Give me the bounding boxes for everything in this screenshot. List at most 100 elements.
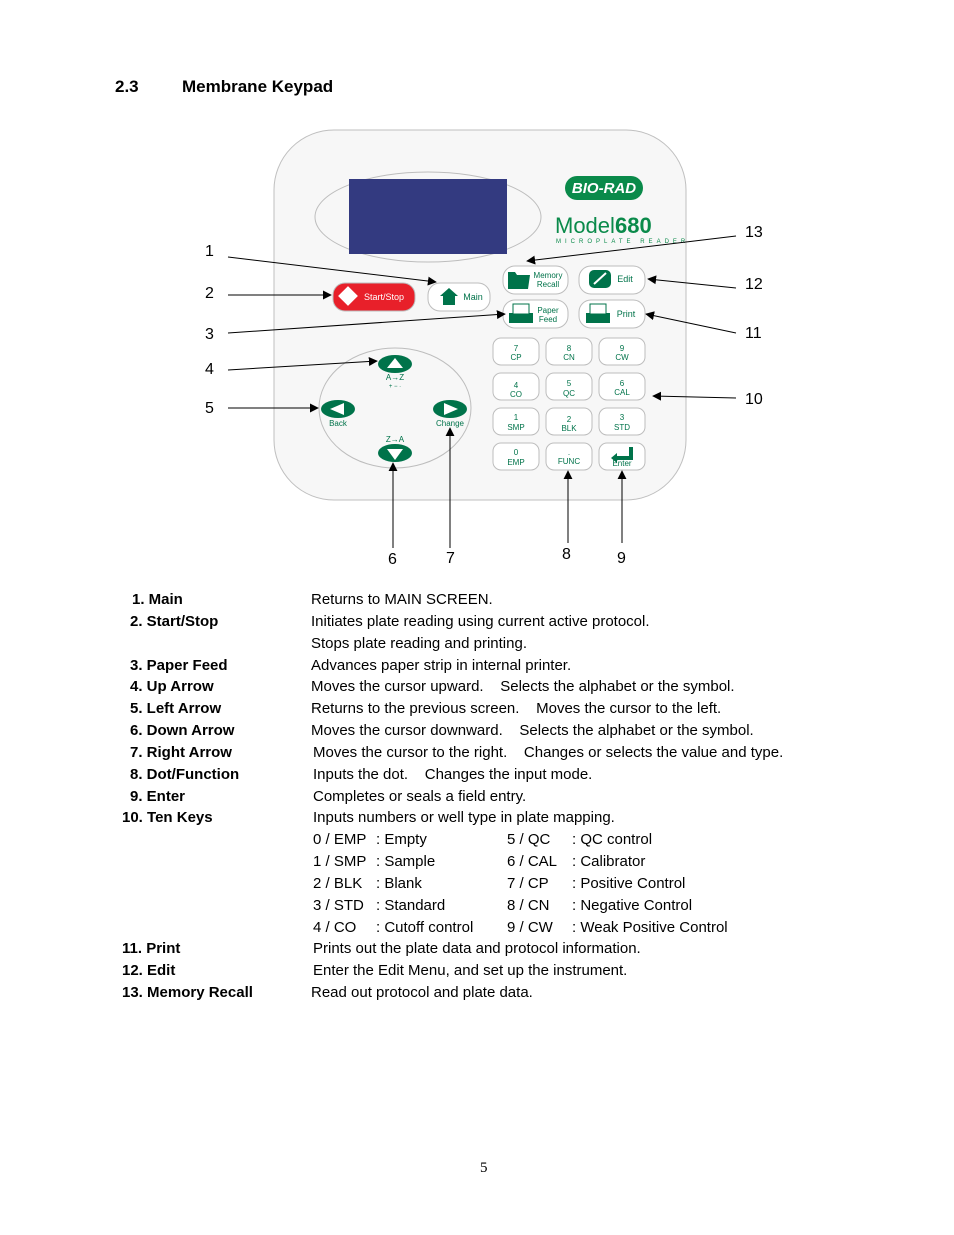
left-arrow-icon: [330, 403, 344, 415]
tenkey-code: 0 / EMP: [313, 831, 367, 848]
edit-button: [578, 265, 646, 295]
desc-text-7: Moves the cursor to the right. Changes o…: [313, 744, 784, 761]
svg-text:6: 6: [620, 379, 625, 388]
numkey-3: 3 STD: [598, 407, 646, 436]
tenkey-code-2: 6 / CAL: [507, 853, 558, 870]
svg-text:3: 3: [620, 413, 625, 422]
main-label: Main: [463, 292, 483, 302]
tenkey-meaning: : Blank: [376, 875, 422, 892]
callout-4: 4: [205, 361, 214, 378]
svg-text:8: 8: [567, 344, 572, 353]
desc-term-5: 5. Left Arrow: [130, 700, 222, 717]
svg-text:Enter: Enter: [612, 459, 631, 468]
tenkey-meaning: : Standard: [376, 897, 446, 914]
tenkey-meaning: : Empty: [376, 831, 427, 848]
tenkey-meaning-2: : Weak Positive Control: [572, 919, 728, 936]
numkey-4: 4 CO: [492, 372, 540, 401]
display-bezel: [314, 171, 542, 263]
callout-7: 7: [446, 550, 455, 567]
callout-11: 11: [745, 325, 762, 342]
desc-term-13: 13. Memory Recall: [122, 984, 253, 1001]
desc-term-3: 3. Paper Feed: [130, 657, 228, 674]
model-number: 680: [615, 213, 652, 238]
desc-term-6: 6. Down Arrow: [130, 722, 235, 739]
lcd-display: [349, 179, 507, 254]
print-label: Print: [617, 309, 636, 319]
svg-text:STD: STD: [614, 423, 630, 432]
tenkey-meaning-2: : QC control: [572, 831, 653, 848]
enter-key: Enter: [598, 442, 646, 471]
callout-numbers: 1 2 3 4 5 6 7 8 9 10 11 12 13: [205, 224, 763, 568]
numkey-6: 6 CAL: [598, 372, 646, 401]
tenkey-meaning: : Cutoff control: [376, 919, 474, 936]
up-arrow-icon: [387, 358, 403, 368]
desc-term-11: 11. Print: [122, 940, 181, 957]
numkey-7: 7 CP: [492, 337, 540, 366]
numkey-8: 8 CN: [545, 337, 593, 366]
tenkey-meaning-2: : Negative Control: [572, 897, 693, 914]
paper-label-1: Paper: [537, 306, 559, 315]
tenkey-code-2: 9 / CW: [507, 919, 553, 936]
model-prefix: Model: [555, 213, 615, 238]
numkey-9: 9 CW: [598, 337, 646, 366]
desc-text-11: Prints out the plate data and protocol i…: [313, 940, 641, 957]
memory-label-1: Memory: [534, 271, 563, 280]
right-label: Change: [436, 419, 465, 428]
numkey-2: 2 BLK: [545, 407, 593, 436]
svg-text:CAL: CAL: [614, 388, 630, 397]
svg-text:CN: CN: [563, 353, 575, 362]
svg-text:EMP: EMP: [507, 458, 524, 467]
diamond-icon: [338, 286, 358, 306]
desc-text-9: Completes or seals a field entry.: [313, 788, 527, 805]
bio-rad-logo: [565, 176, 643, 200]
start-stop-button: [332, 282, 416, 312]
svg-text:9: 9: [620, 344, 625, 353]
desc-term-12: 12. Edit: [122, 962, 176, 979]
numkey-1: 1 SMP: [492, 407, 540, 436]
desc-term-2: 2. Start/Stop: [130, 613, 219, 630]
callout-13: 13: [745, 224, 763, 241]
desc-term-9: 9. Enter: [130, 788, 186, 805]
svg-text:BLK: BLK: [561, 424, 577, 433]
desc-text-5: Returns to the previous screen. Moves th…: [311, 700, 722, 717]
callout-6: 6: [388, 551, 397, 568]
callout-1: 1: [205, 243, 214, 260]
svg-text:QC: QC: [563, 389, 575, 398]
func-key: . FUNC: [545, 442, 593, 471]
desc-text-1: Returns to MAIN SCREEN.: [311, 591, 493, 608]
callout-5: 5: [205, 400, 214, 417]
desc-text-2b: Stops plate reading and printing.: [311, 635, 527, 652]
svg-text:CP: CP: [510, 353, 521, 362]
desc-text-10: Inputs numbers or well type in plate map…: [313, 809, 615, 826]
model-subtitle: MICROPLATE READER: [556, 239, 689, 245]
tenkey-meaning-2: : Calibrator: [572, 853, 646, 870]
desc-text-2: Initiates plate reading using current ac…: [311, 613, 650, 630]
svg-text:FUNC: FUNC: [558, 457, 580, 466]
callout-8: 8: [562, 546, 571, 563]
memory-label-2: Recall: [537, 280, 559, 289]
printer-icon: [586, 313, 610, 323]
section-title: Membrane Keypad: [182, 77, 334, 96]
tenkey-code-2: 8 / CN: [507, 897, 550, 914]
tenkey-code: 4 / CO: [313, 919, 357, 936]
edit-label: Edit: [617, 274, 633, 284]
tenkey-meaning: : Sample: [376, 853, 436, 870]
svg-text:2: 2: [567, 415, 572, 424]
desc-term-8: 8. Dot/Function: [130, 766, 240, 783]
right-arrow-icon: [444, 403, 458, 415]
desc-term-4: 4. Up Arrow: [130, 678, 214, 695]
down-arrow-icon: [387, 449, 403, 460]
svg-text:1: 1: [514, 413, 519, 422]
svg-text:SMP: SMP: [507, 423, 524, 432]
svg-text:CO: CO: [510, 390, 522, 399]
paper-label-2: Feed: [539, 315, 557, 324]
up-sublabel: + − ·: [389, 384, 401, 390]
numkey-0: 0 EMP: [492, 442, 540, 471]
desc-text-3: Advances paper strip in internal printer…: [311, 657, 572, 674]
callout-12: 12: [745, 276, 763, 293]
desc-text-8: Inputs the dot. Changes the input mode.: [313, 766, 593, 783]
svg-text:4: 4: [514, 381, 519, 390]
keypad-diagram: BIO-RAD Model 680 MICROPLATE READER Star…: [205, 129, 763, 568]
desc-text-6: Moves the cursor downward. Selects the a…: [311, 722, 754, 739]
folder-icon: [508, 272, 530, 289]
